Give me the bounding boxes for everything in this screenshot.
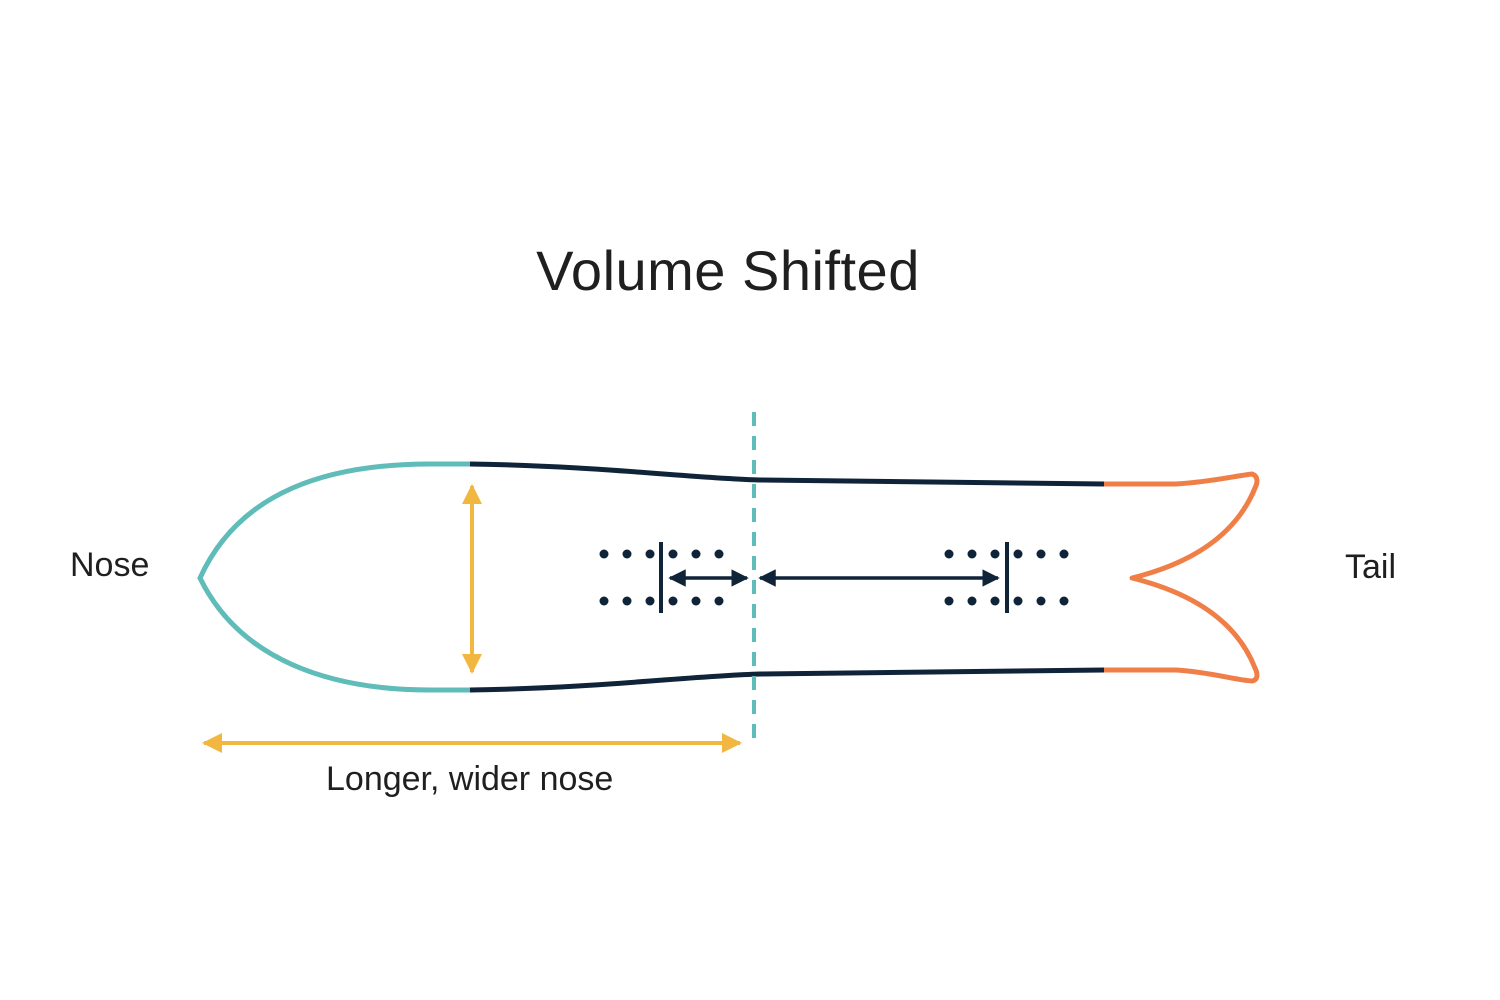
bottom-edge (469, 667, 1105, 693)
insert-dots-icon (599, 549, 724, 606)
tail-label: Tail (1345, 548, 1397, 586)
insert-dots-icon (944, 549, 1069, 606)
nose-label: Nose (70, 546, 150, 584)
tail-outline (1104, 471, 1260, 684)
top-edge (469, 461, 1105, 487)
nose-outline (197, 461, 473, 693)
diagram-title: Volume Shifted (536, 239, 920, 302)
nose-dimension-label: Longer, wider nose (326, 760, 614, 798)
